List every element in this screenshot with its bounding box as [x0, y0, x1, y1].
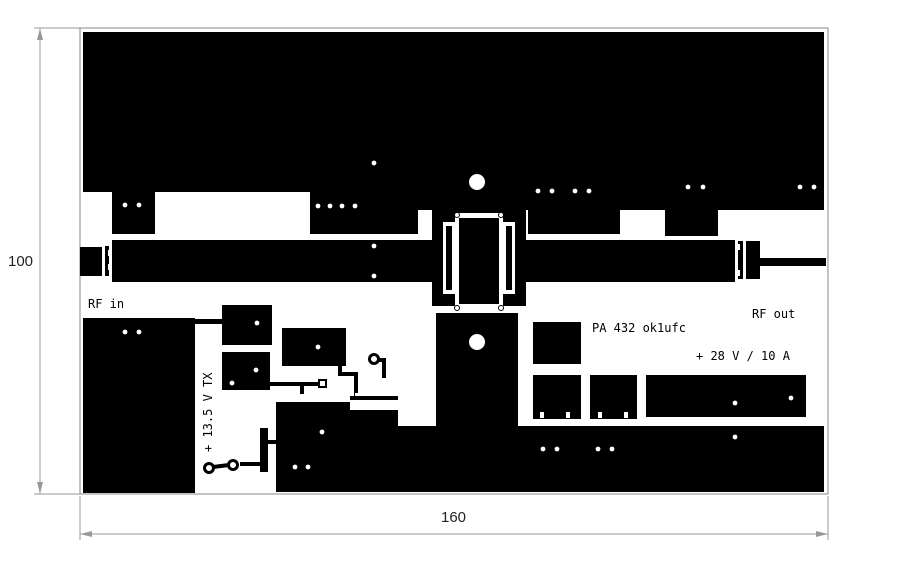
width-dimension-label: 160: [441, 509, 466, 526]
decoupling-pad-2: [533, 375, 581, 419]
mounting-hole-top: [469, 174, 485, 190]
bias-pad-3: [282, 328, 346, 366]
transistor-corner-marks: [454, 212, 504, 311]
decoupling-pad-3: [590, 375, 637, 419]
bias-trace-6: [350, 396, 398, 400]
bias-trace-5: [354, 372, 358, 400]
rf-in-connector: [80, 247, 102, 276]
lower-left-plane: [83, 318, 195, 493]
top-ground-plane: [83, 32, 824, 236]
bias-link: [195, 319, 225, 324]
bias-trace-2: [300, 382, 304, 394]
component-gaps: [108, 244, 740, 455]
bias-trace-7: [382, 358, 386, 378]
output-stripline: [520, 240, 735, 282]
mounting-hole-bottom: [469, 334, 485, 350]
supply-pad-tx-2: [227, 459, 239, 471]
supply-line-tx: [260, 428, 268, 472]
bias-trace-4: [340, 372, 358, 376]
bias-trace-1: [270, 382, 318, 386]
board-title: PA 432 ok1ufc: [592, 321, 686, 335]
supply-pad-28v: [646, 375, 806, 417]
lower-middle-plane: [276, 313, 824, 492]
bias-square-pad: [318, 379, 327, 388]
height-dimension-label: 100: [8, 253, 33, 270]
bias-trace-3: [338, 364, 342, 376]
dimension-lines: [34, 27, 829, 540]
transistor-die: [459, 218, 499, 304]
bias-test-pad: [368, 353, 380, 365]
rf-out-trace: [760, 258, 826, 266]
input-stripline: [112, 240, 432, 282]
rf-out-connector: [746, 241, 760, 279]
supply-28v-label: + 28 V / 10 A: [696, 349, 791, 363]
rf-in-pad: [105, 246, 109, 276]
rf-out-label: RF out: [752, 307, 795, 321]
copper-layer: [80, 32, 826, 493]
supply-tx-label: + 13.5 V TX: [201, 372, 215, 452]
bias-pad-2: [222, 352, 270, 390]
rf-out-pad: [738, 241, 743, 279]
bias-pad-1: [222, 305, 272, 345]
rf-in-label: RF in: [88, 297, 124, 311]
supply-pad-tx-1: [203, 462, 215, 474]
via-holes: [122, 160, 817, 470]
decoupling-pad-1: [533, 322, 581, 364]
